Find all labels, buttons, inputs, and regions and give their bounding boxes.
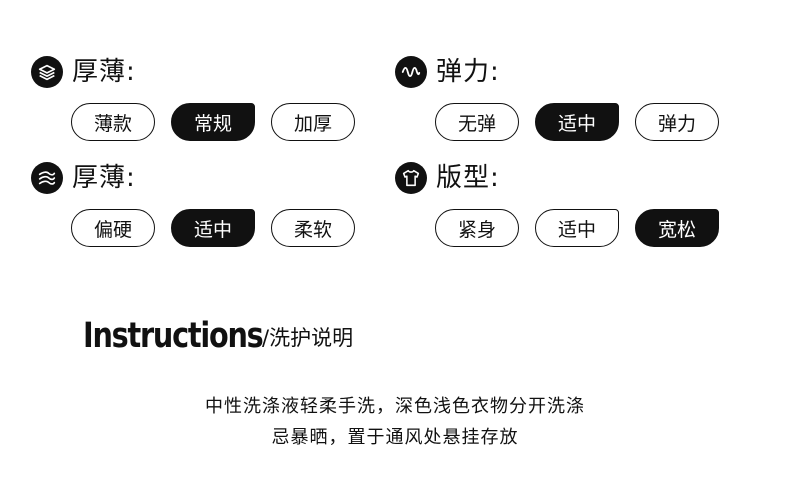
option-stiff[interactable]: 偏硬 [71,209,155,247]
option-group: 薄款 常规 加厚 [71,103,355,141]
option-no-stretch[interactable]: 无弹 [435,103,519,141]
option-loose[interactable]: 宽松 [635,209,719,247]
wave-icon [395,56,427,88]
attribute-header: 厚薄: [31,162,136,194]
option-group: 紧身 适中 宽松 [435,209,719,247]
instructions-subtitle: /洗护说明 [262,326,354,350]
attribute-header: 弹力: [395,56,500,88]
attribute-softness: 厚薄: 偏硬 适中 柔软 [31,162,371,262]
option-thin[interactable]: 薄款 [71,103,155,141]
care-instruction-line: 忌暴晒，置于通风处悬挂存放 [271,427,519,448]
attribute-elasticity: 弹力: 无弹 适中 弹力 [395,56,735,156]
attribute-header: 版型: [395,162,500,194]
option-thick[interactable]: 加厚 [271,103,355,141]
attribute-header: 厚薄: [31,56,136,88]
option-moderate[interactable]: 适中 [535,103,619,141]
attribute-title: 厚薄: [72,163,136,193]
wind-icon [31,162,63,194]
option-group: 无弹 适中 弹力 [435,103,719,141]
option-regular[interactable]: 常规 [171,103,255,141]
option-slim[interactable]: 紧身 [435,209,519,247]
care-instruction-line: 中性洗涤液轻柔手洗，深色浅色衣物分开洗涤 [205,396,585,417]
attribute-thickness: 厚薄: 薄款 常规 加厚 [31,56,371,156]
option-stretch[interactable]: 弹力 [635,103,719,141]
attribute-title: 厚薄: [72,57,136,87]
tshirt-icon [395,162,427,194]
instructions-title: Instructions [83,316,264,356]
attribute-fit: 版型: 紧身 适中 宽松 [395,162,735,262]
option-moderate[interactable]: 适中 [535,209,619,247]
option-soft[interactable]: 柔软 [271,209,355,247]
layers-icon [31,56,63,88]
option-group: 偏硬 适中 柔软 [71,209,355,247]
attribute-title: 版型: [436,163,500,193]
option-moderate[interactable]: 适中 [171,209,255,247]
attribute-title: 弹力: [436,57,500,87]
